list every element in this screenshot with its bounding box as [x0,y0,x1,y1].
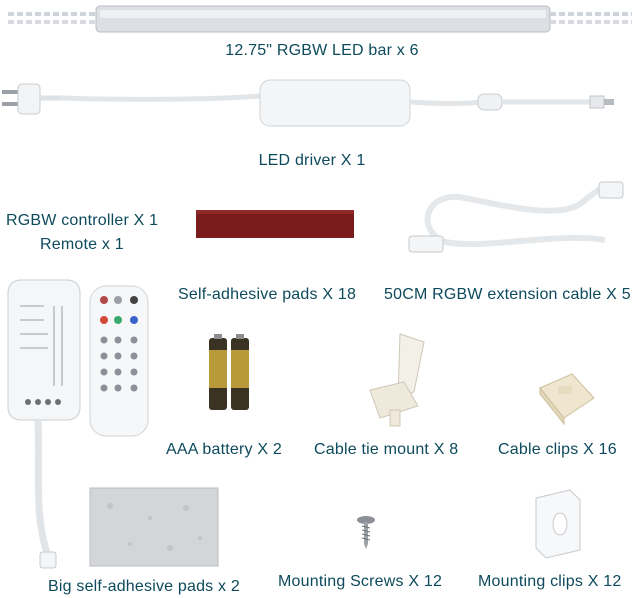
adhesive-pad-icon [196,210,354,238]
cable-tie-mount-icon [369,333,425,427]
cable-clips-label: Cable clips X 16 [498,441,617,458]
led-driver-icon [59,79,614,127]
mounting-clip-icon [535,489,581,559]
mounting-screws-label: Mounting Screws X 12 [278,573,443,590]
big-pads-label: Big self-adhesive pads x 2 [48,578,240,595]
led-bar-icon [8,5,632,33]
extension-cable-label: 50CM RGBW extension cable X 5 [384,286,631,303]
battery-icon [209,334,249,410]
mounting-clips-label: Mounting clips X 12 [478,573,622,590]
extension-cable-icon [408,181,624,253]
rgbw-controller-label: RGBW controller X 1 [6,212,159,229]
led-bar-label: 12.75" RGBW LED bar x 6 [225,42,419,59]
remote-label: Remote x 1 [40,236,124,253]
screw-icon [357,516,375,549]
led-driver-label: LED driver X 1 [258,152,366,169]
controller-box-icon [7,279,81,569]
aaa-battery-label: AAA battery X 2 [166,441,282,458]
cable-clip-icon [539,373,595,426]
big-pad-icon [89,487,219,567]
self-adhesive-pads-label: Self-adhesive pads X 18 [178,286,357,303]
remote-icon [89,285,149,437]
cable-tie-mount-label: Cable tie mount X 8 [314,441,459,458]
